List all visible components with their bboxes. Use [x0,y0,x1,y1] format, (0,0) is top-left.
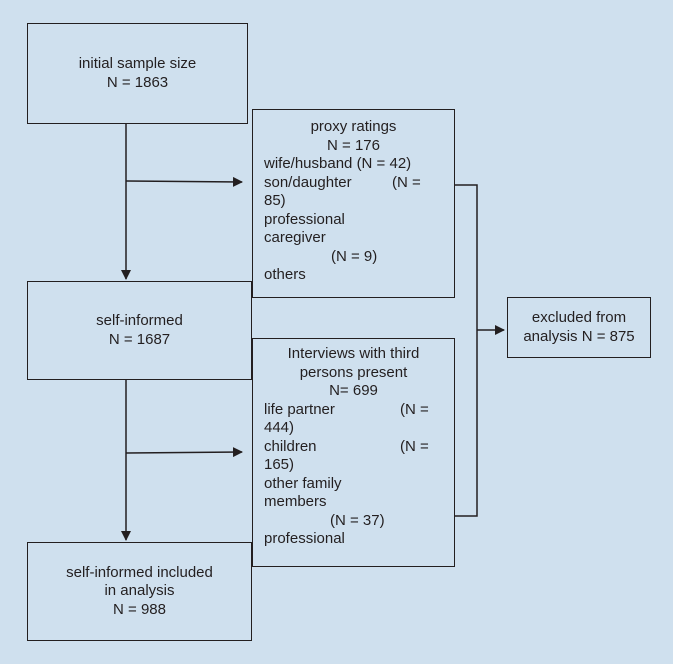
interviews-row-partner-cont: 444) [264,419,295,436]
interviews-title-1: Interviews with third [287,345,420,362]
proxy-row-professional-n: (N = 9) [331,247,378,265]
interviews-row-family-2: members [264,493,327,510]
proxy-row-children-n: (N = [392,173,421,191]
self-informed-label: self-informed [96,312,183,329]
initial-sample-count: N = 1863 [106,73,169,91]
initial-sample-label: initial sample size [78,55,197,72]
proxy-row-spouse: wife/husband (N = 42) [264,155,412,172]
interviews-row-children-n: (N = [400,437,429,455]
proxy-row-professional-2: caregiver [264,229,326,246]
interviews-row-family-n: (N = 37) [330,511,385,529]
proxy-row-professional-1: professional [264,210,345,228]
bracket-line [455,184,478,517]
interviews-row-children-label: children [264,437,317,455]
excluded-label: excluded from [531,309,627,326]
included-label-2: in analysis [104,582,175,600]
interviews-row-children-cont: 165) [264,456,295,473]
excluded-box: excluded from analysis N = 875 [507,297,651,358]
initial-sample-box: initial sample size N = 1863 [27,23,248,124]
arrow-to-interviews [125,447,243,458]
proxy-row-children-cont: 85) [264,192,286,209]
proxy-ratings-count: N = 176 [327,136,380,154]
interviews-row-partner-n: (N = [400,400,429,418]
proxy-row-children-label: son/daughter [264,173,352,191]
interviews-row-children: children (N = [264,438,454,457]
arrow-to-proxy-ratings [125,176,243,187]
proxy-row-others: others [264,266,306,283]
included-label-1: self-informed included [66,563,213,581]
self-informed-box: self-informed N = 1687 [27,281,252,380]
interviews-row-family-1: other family [264,474,342,492]
proxy-row-children: son/daughter (N = [264,174,454,193]
interviews-row-professional: professional [264,530,345,547]
included-box: self-informed included in analysis N = 9… [27,542,252,641]
interviews-title-2: persons present [299,363,408,381]
proxy-ratings-box: proxy ratings N = 176 wife/husband (N = … [252,109,455,298]
interviews-count: N= 699 [329,382,378,399]
self-informed-count: N = 1687 [108,330,171,348]
included-count: N = 988 [113,600,166,618]
interviews-row-partner: life partner (N = [264,401,454,420]
proxy-ratings-title: proxy ratings [310,118,397,135]
excluded-count: analysis N = 875 [523,327,635,345]
interviews-box: Interviews with third persons present N=… [252,338,455,567]
interviews-row-partner-label: life partner [264,400,335,418]
